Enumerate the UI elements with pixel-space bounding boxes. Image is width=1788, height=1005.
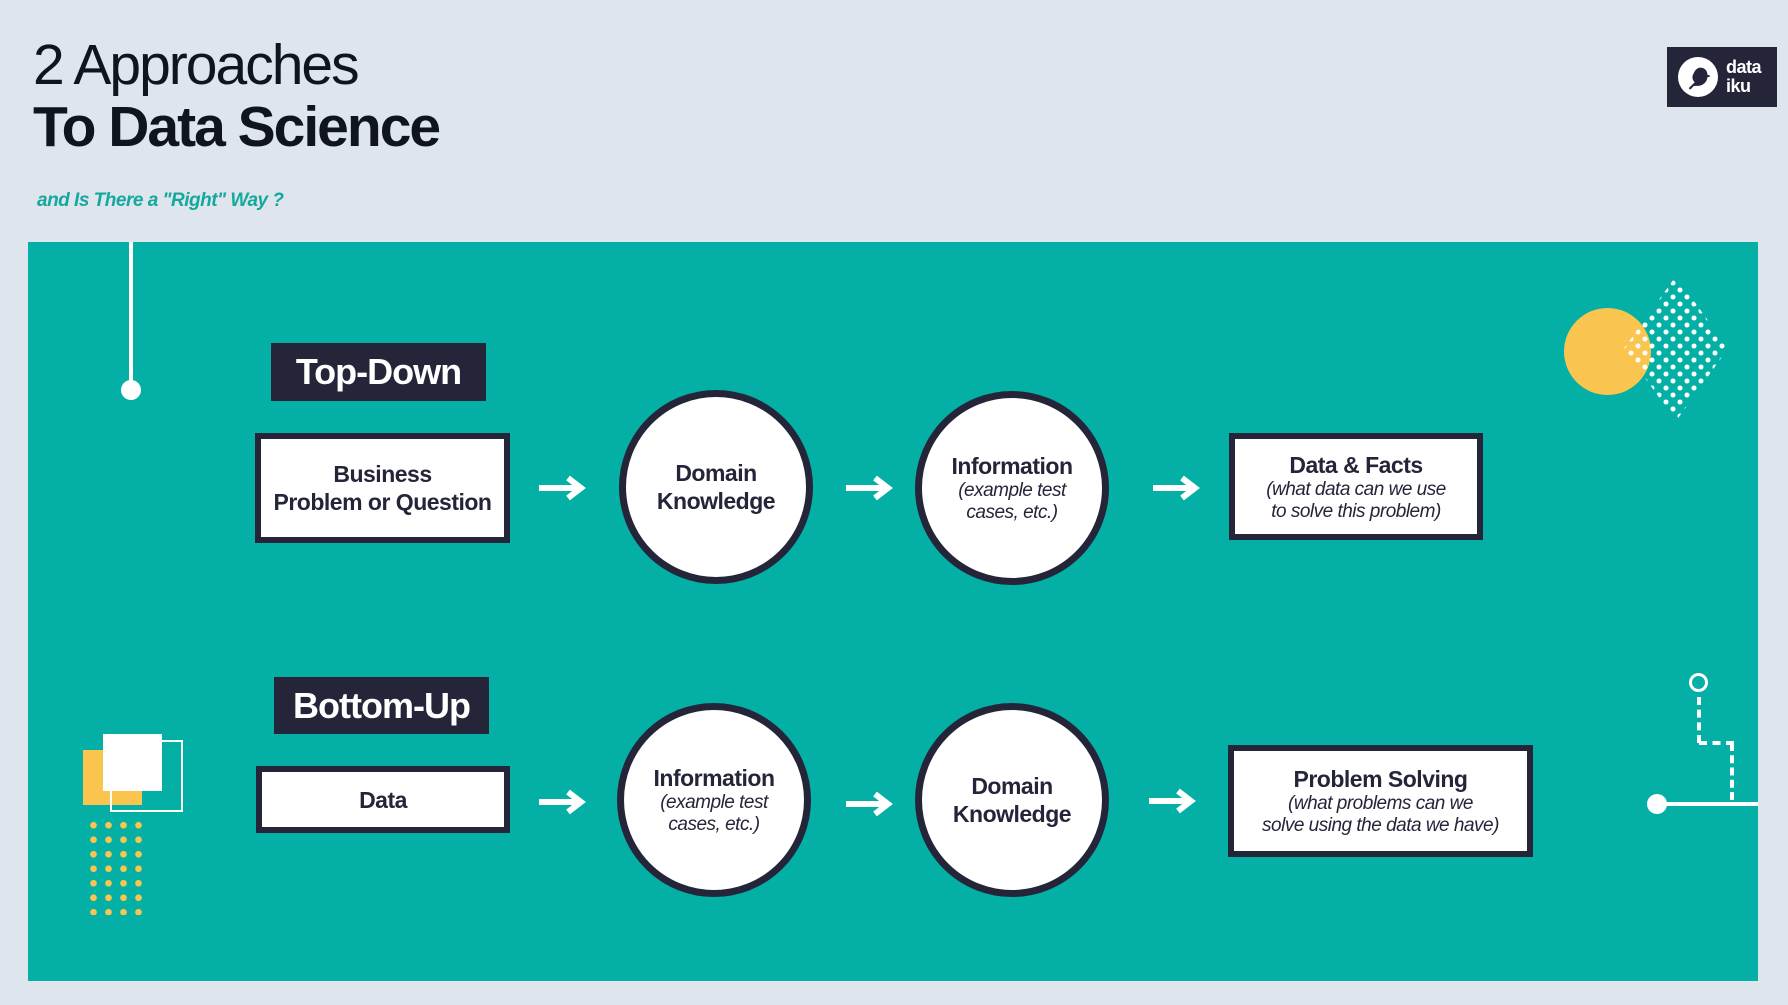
arrow-icon: [539, 789, 586, 815]
node-data-and-facts: Data & Facts (what data can we use to so…: [1229, 433, 1483, 540]
node-information-bottom: Information (example test cases, etc.): [617, 703, 811, 897]
arrow-icon: [1149, 788, 1196, 814]
node-title: Problem Solving: [1293, 766, 1468, 792]
node-information-top: Information (example test cases, etc.): [915, 391, 1109, 585]
logo-text-line2: iku: [1726, 76, 1751, 96]
line-end-dot-decoration: [121, 380, 141, 400]
dashed-line-vertical-2: [1730, 743, 1734, 800]
node-note: (what data can we use to solve this prob…: [1266, 478, 1446, 522]
arrow-icon: [1153, 475, 1200, 501]
node-title: Domain Knowledge: [656, 460, 776, 514]
node-note: (example test cases, etc.): [660, 792, 768, 835]
node-data: Data: [256, 766, 510, 833]
solid-line-dot-decoration: [1647, 794, 1667, 814]
node-domain-knowledge-bottom: Domain Knowledge: [915, 703, 1109, 897]
arrow-icon: [539, 475, 586, 501]
logo-wordmark: data iku: [1726, 57, 1762, 96]
page-subtitle: and Is There a "Right" Way ?: [37, 190, 284, 211]
dashed-line-vertical-1: [1697, 697, 1701, 743]
node-title: Data: [359, 786, 407, 813]
node-title: Domain Knowledge: [952, 773, 1072, 827]
node-business-problem: Business Problem or Question: [255, 433, 510, 543]
node-title: Information: [951, 453, 1074, 479]
node-title: Data & Facts: [1289, 451, 1423, 478]
yellow-dots-grid-decoration: [83, 815, 143, 915]
arrow-icon: [846, 475, 893, 501]
flow-label-top-down: Top-Down: [271, 343, 486, 401]
node-problem-solving: Problem Solving (what problems can we so…: [1228, 745, 1533, 857]
dashed-line-horizontal: [1699, 741, 1734, 745]
arrow-icon: [846, 791, 893, 817]
node-domain-knowledge-top: Domain Knowledge: [619, 390, 813, 584]
bird-icon: [1678, 57, 1718, 97]
white-square-decoration: [103, 734, 162, 791]
ring-decoration: [1689, 673, 1708, 692]
flow-label-bottom-up: Bottom-Up: [274, 677, 489, 734]
node-title: Information: [653, 765, 776, 791]
node-note: (what problems can we solve using the da…: [1262, 793, 1499, 836]
dataiku-logo: data iku: [1667, 47, 1777, 107]
solid-line-decoration: [1657, 802, 1758, 806]
logo-text-line1: data: [1726, 57, 1762, 77]
vertical-line-decoration: [129, 242, 133, 382]
node-title: Business Problem or Question: [273, 461, 492, 515]
page-title-line2: To Data Science: [33, 95, 441, 159]
node-note: (example test cases, etc.): [958, 480, 1066, 523]
page-title-line1: 2 Approaches: [33, 33, 360, 97]
